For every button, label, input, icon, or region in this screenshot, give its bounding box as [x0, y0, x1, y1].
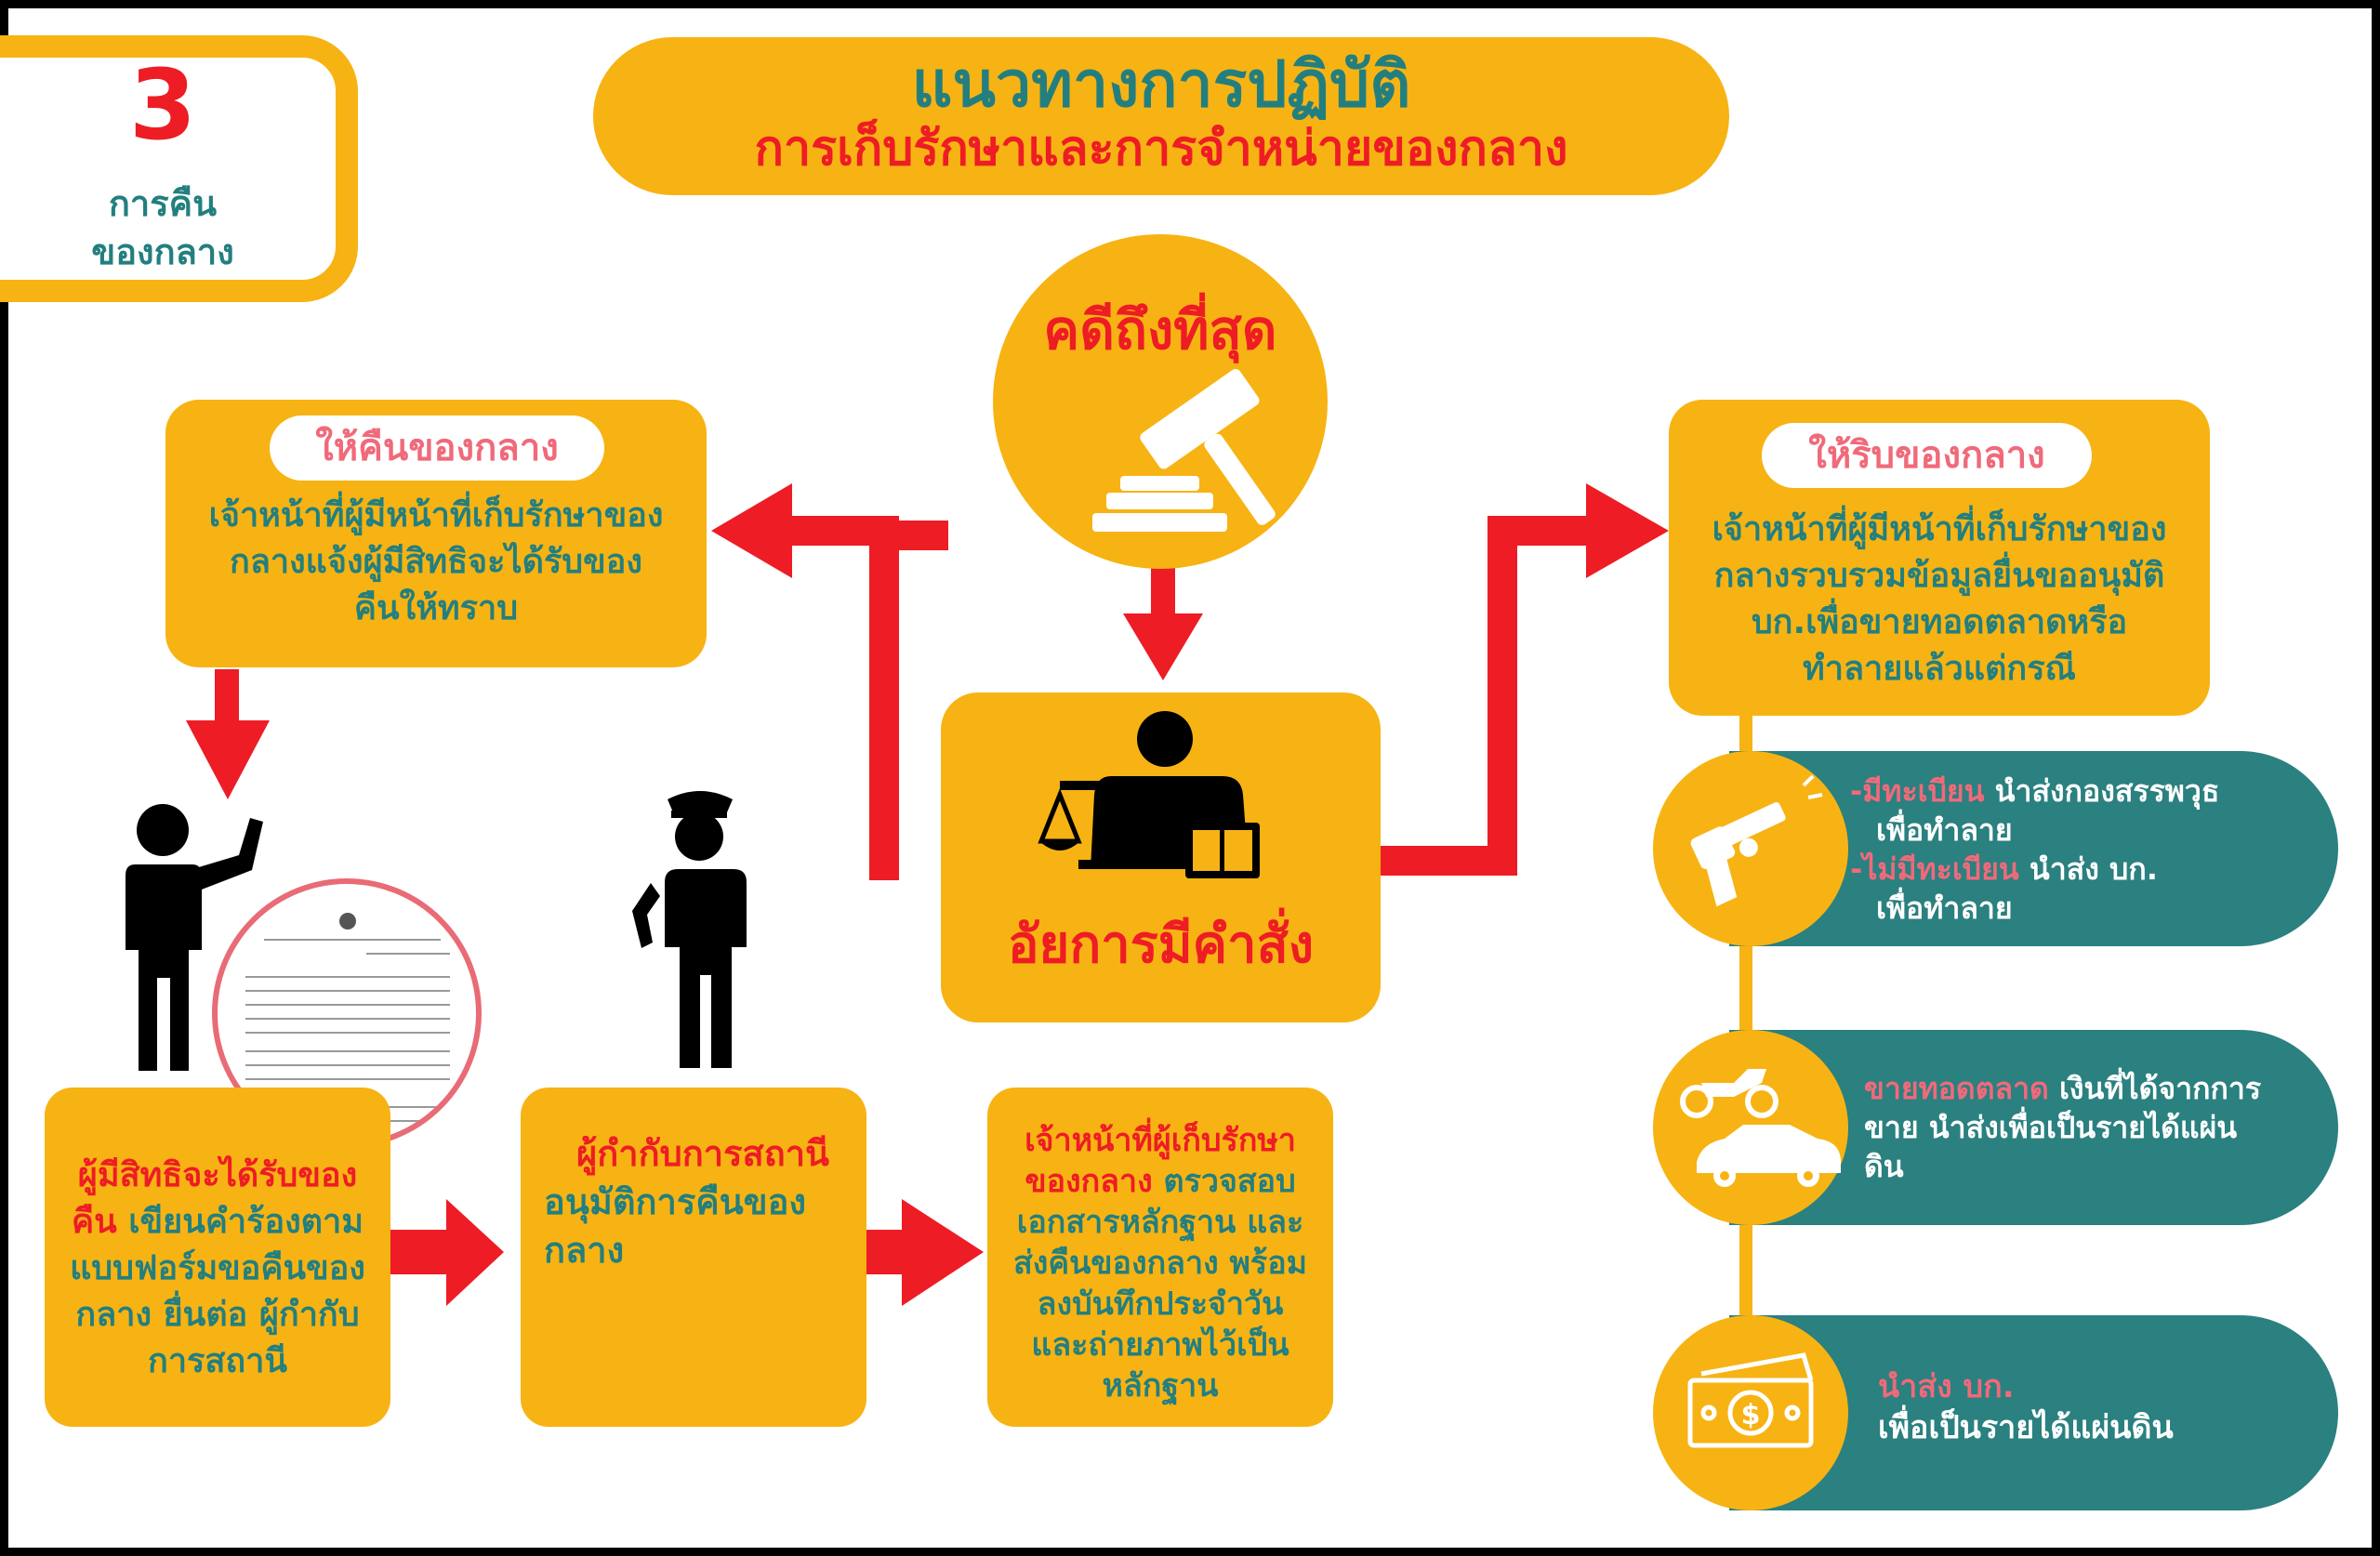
return-text-line: เจ้าหน้าที่ผู้มีหน้าที่เก็บรักษาของ: [208, 496, 664, 534]
seize-tag: ให้ริบของกลาง: [1762, 423, 2092, 488]
step1-line: การสถานี: [148, 1342, 287, 1380]
step2-box: [521, 1088, 866, 1427]
step1-line: กลาง ยื่นต่อ ผู้กำกับ: [75, 1296, 360, 1334]
weapons-line: นำส่งกองสรรพวุธ: [1984, 773, 2220, 809]
section-badge: [0, 35, 358, 302]
step3-line: หลักฐาน: [1102, 1367, 1219, 1404]
weapons-unregistered-label: -ไม่มีทะเบียน: [1850, 851, 2019, 887]
step3-text: เจ้าหน้าที่ผู้เก็บรักษา ของกลาง ตรวจสอบ …: [987, 1120, 1333, 1406]
vehicles-text: ขายทอดตลาด เงินที่ได้จากการ ขาย นำส่งเพื…: [1864, 1069, 2329, 1186]
step3-line: ลงบันทึกประจำวัน: [1037, 1286, 1284, 1323]
money-line: เพื่อเป็นรายได้แผ่นดิน: [1878, 1409, 2174, 1446]
money-label: นำส่ง บก.: [1878, 1368, 2015, 1405]
return-tag: ให้คืนของกลาง: [270, 415, 604, 481]
arrow-to-seize-box: [1381, 483, 1669, 876]
step2-line: กลาง: [544, 1230, 625, 1271]
seize-text-line: เจ้าหน้าที่ผู้มีหน้าที่เก็บรักษาของ: [1712, 510, 2167, 548]
svg-text:$: $: [1741, 1399, 1761, 1431]
vehicles-line: ดิน: [1864, 1149, 1904, 1184]
seize-text: เจ้าหน้าที่ผู้มีหน้าที่เก็บรักษาของ กลาง…: [1669, 507, 2210, 692]
seize-text-line: บก.เพื่อขายทอดตลาดหรือ: [1751, 603, 2128, 641]
step2-text: ผู้กำกับการสถานี อนุมัติการคืนของ กลาง: [544, 1129, 860, 1274]
seize-text-line: ทำลายแล้วแต่กรณี: [1803, 650, 2076, 688]
badge-number: 3: [128, 48, 197, 162]
step3-line: และถ่ายภาพไว้เป็น: [1031, 1326, 1289, 1364]
weapons-registered-label: -มีทะเบียน: [1850, 773, 1985, 809]
seize-text-line: กลางรวบรวมข้อมูลยื่นขออนุมัติ: [1713, 557, 2165, 595]
final-case-label: คดีถึงที่สุด: [1043, 298, 1277, 362]
arrow-down-center: [1123, 558, 1203, 680]
badge-label-2: ของกลาง: [91, 231, 234, 272]
page-subtitle: การเก็บรักษาและการจำหน่ายของกลาง: [754, 121, 1568, 177]
header-banner: [593, 37, 1729, 195]
step1-box: [45, 1088, 390, 1427]
weapons-line: เพื่อทำลาย: [1876, 890, 2013, 926]
step3-box: [987, 1088, 1333, 1427]
weapons-line: เพื่อทำลาย: [1876, 812, 2013, 848]
vehicles-label: ขายทอดตลาด: [1864, 1071, 2049, 1106]
step2-line: อนุมัติการคืนของ: [544, 1181, 807, 1222]
weapons-line: นำส่ง บก.: [2018, 851, 2158, 887]
arrow-step2-to-step3: [865, 1199, 984, 1306]
step3-line: ส่งคืนของกลาง พร้อม: [1012, 1245, 1308, 1282]
step2-highlight: ผู้กำกับการสถานี: [576, 1133, 830, 1174]
step3-line: ตรวจสอบ: [1152, 1163, 1296, 1200]
return-text-line: คืนให้ทราบ: [353, 589, 519, 627]
money-text: นำส่ง บก. เพื่อเป็นรายได้แผ่นดิน: [1878, 1366, 2324, 1448]
page-title: แนวทางการปฏิบัติ: [911, 48, 1411, 122]
arrow-down-left: [186, 669, 270, 799]
arrow-to-return-box: [711, 483, 948, 880]
step1-highlight-2: คืน: [71, 1203, 117, 1241]
step3-highlight: เจ้าหน้าที่ผู้เก็บรักษา: [1025, 1122, 1296, 1159]
return-text: เจ้าหน้าที่ผู้มีหน้าที่เก็บรักษาของ กลาง…: [165, 493, 707, 632]
step3-line: เอกสารหลักฐาน และ: [1016, 1204, 1304, 1241]
weapons-text: -มีทะเบียน นำส่งกองสรรพวุธ เพื่อทำลาย -ไ…: [1850, 771, 2334, 928]
badge-label-1: การคืน: [108, 183, 218, 224]
vehicles-line: ขาย นำส่งเพื่อเป็นรายได้แผ่น: [1864, 1110, 2238, 1145]
arrow-step1-to-step2: [390, 1199, 504, 1306]
step1-line: เขียนคำร้องตาม: [116, 1203, 364, 1241]
return-text-line: กลางแจ้งผู้มีสิทธิจะได้รับของ: [230, 543, 642, 581]
step3-highlight-2: ของกลาง: [1025, 1163, 1153, 1200]
vehicles-line: เงินที่ได้จากการ: [2048, 1071, 2261, 1106]
money-circle: [1653, 1315, 1848, 1510]
step1-line: แบบฟอร์มขอคืนของ: [70, 1249, 365, 1287]
step1-highlight: ผู้มีสิทธิจะได้รับของ: [77, 1156, 358, 1194]
prosecutor-label: อัยการมีคำสั่ง: [1007, 915, 1315, 975]
step1-text: ผู้มีสิทธิจะได้รับของ คืน เขียนคำร้องตาม…: [45, 1153, 390, 1385]
